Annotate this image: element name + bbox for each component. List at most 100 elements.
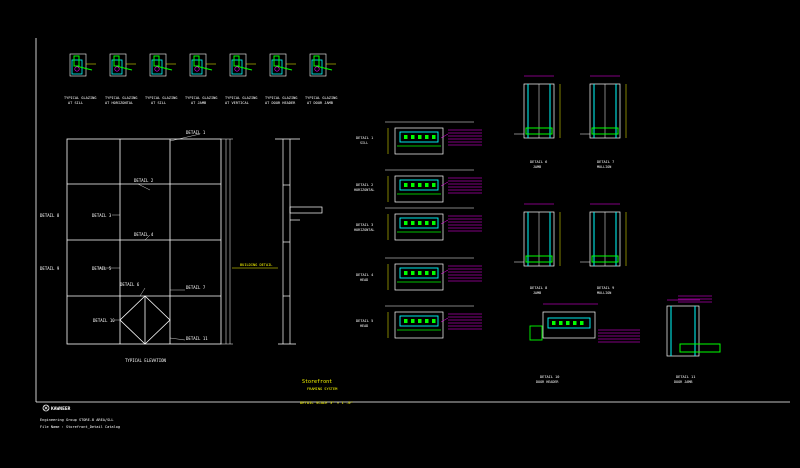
thumbnail-glazing xyxy=(233,55,240,67)
detail-10-drawing xyxy=(529,303,640,343)
section-drawing xyxy=(385,257,482,291)
thumbnail-frame xyxy=(189,53,207,77)
right-detail-column xyxy=(514,75,721,357)
detail-threshold xyxy=(679,343,721,353)
center-title-brand: Storefront xyxy=(302,379,332,385)
svg-text:TYPICAL GLAZING: TYPICAL GLAZING xyxy=(185,96,217,100)
svg-text:DETAIL 5: DETAIL 5 xyxy=(356,319,373,323)
svg-text:MULLION: MULLION xyxy=(597,165,611,169)
right-detail-labels: DETAIL 6 JAMB DETAIL 7 MULLION DETAIL 8 … xyxy=(530,160,695,384)
thumbnail-frame xyxy=(229,53,247,77)
thumbnail-anchor xyxy=(274,66,280,72)
building-detail-note: BUILDING DETAIL xyxy=(240,263,272,267)
thumbnail-frame xyxy=(309,53,327,77)
svg-text:SILL: SILL xyxy=(360,141,368,145)
callout-detail-7: DETAIL 7 xyxy=(186,285,206,290)
detail-outline xyxy=(542,311,596,339)
section-insulator xyxy=(404,221,408,225)
svg-text:JAMB: JAMB xyxy=(533,165,541,169)
thumbnail-leader xyxy=(315,65,333,71)
section-outline xyxy=(394,213,444,241)
section-label-1: DETAIL 1 SILL xyxy=(356,136,373,145)
detail-11-drawing xyxy=(666,295,721,357)
section-insulator xyxy=(404,135,408,139)
section-leader xyxy=(440,269,449,275)
svg-text:DETAIL 11: DETAIL 11 xyxy=(676,375,695,379)
top-detail-label-7: TYPICAL GLAZING AT DOOR JAMB xyxy=(305,96,337,105)
top-detail-label-4: TYPICAL GLAZING AT JAMB xyxy=(185,96,217,105)
callout-detail-1: DETAIL 1 xyxy=(186,130,206,135)
thumbnail-anchor xyxy=(74,66,80,72)
side-section xyxy=(275,138,323,345)
center-title-block: Storefront FRAMING SYSTEM DETAIL SCALE 3… xyxy=(300,379,353,405)
sheet-frame xyxy=(35,38,790,403)
detail-insulator xyxy=(566,321,570,325)
svg-text:HORIZONTAL: HORIZONTAL xyxy=(354,228,374,232)
svg-text:DETAIL 8: DETAIL 8 xyxy=(530,286,547,290)
detail-outline xyxy=(666,305,700,357)
svg-text:AT JAMB: AT JAMB xyxy=(191,101,206,105)
section-label-3: DETAIL 3 HORIZONTAL xyxy=(354,223,374,232)
section-profile xyxy=(399,267,439,279)
thumbnail-leader xyxy=(75,65,93,71)
thumbnail-leader xyxy=(155,65,173,71)
svg-text:DETAIL 2: DETAIL 2 xyxy=(356,183,373,187)
svg-text:TYPICAL GLAZING: TYPICAL GLAZING xyxy=(225,96,257,100)
thumbnail-frame xyxy=(69,53,87,77)
svg-text:DETAIL 9: DETAIL 9 xyxy=(597,286,614,290)
section-insulator xyxy=(432,319,436,323)
company-logo: KAWNEER xyxy=(42,404,71,412)
top-detail-label-1: TYPICAL GLAZING AT SILL xyxy=(64,96,96,105)
section-profile xyxy=(399,179,439,191)
svg-text:DETAIL 10: DETAIL 10 xyxy=(540,375,559,379)
section-insulator xyxy=(411,271,415,275)
top-detail-thumbnail xyxy=(309,53,336,77)
detail-insulator xyxy=(559,321,563,325)
section-drawing xyxy=(385,305,482,339)
section-insulator xyxy=(418,271,422,275)
top-detail-thumbnail xyxy=(229,53,256,77)
detail-sill xyxy=(525,127,553,135)
thumbnail-glazing xyxy=(273,55,280,67)
detail-anchor xyxy=(529,325,543,341)
callout-detail-11: DETAIL 11 xyxy=(186,336,208,341)
section-insulator xyxy=(418,221,422,225)
section-column xyxy=(385,121,482,339)
section-insulator xyxy=(411,135,415,139)
detail-sill xyxy=(525,255,553,263)
svg-text:TYPICAL GLAZING: TYPICAL GLAZING xyxy=(305,96,337,100)
section-outline xyxy=(394,127,444,155)
svg-text:HORIZONTAL: HORIZONTAL xyxy=(354,188,374,192)
svg-text:DETAIL 3: DETAIL 3 xyxy=(356,223,373,227)
thumbnail-anchor xyxy=(114,66,120,72)
section-insulator xyxy=(425,221,429,225)
callout-detail-10: DETAIL 10 xyxy=(93,318,115,323)
right-detail-label-11: DETAIL 11 DOOR JAMB xyxy=(674,375,695,384)
svg-text:TYPICAL GLAZING: TYPICAL GLAZING xyxy=(105,96,137,100)
center-title-scale-label: DETAIL SCALE xyxy=(300,400,328,405)
section-drawing xyxy=(385,207,482,241)
right-detail-label-7: DETAIL 7 MULLION xyxy=(597,160,614,169)
detail-insulator xyxy=(580,321,584,325)
company-line-2: File Name : Storefront_Detail Catalog xyxy=(40,425,120,429)
svg-text:DETAIL 1: DETAIL 1 xyxy=(356,136,373,140)
section-outline xyxy=(394,263,444,291)
top-detail-label-3: TYPICAL GLAZING AT SILL xyxy=(145,96,177,105)
callout-detail-2: DETAIL 2 xyxy=(134,178,154,183)
thumbnail-frame xyxy=(149,53,167,77)
section-insulator xyxy=(404,271,408,275)
top-detail-thumbnail xyxy=(69,53,96,77)
svg-text:HEAD: HEAD xyxy=(360,278,368,282)
section-insulator xyxy=(432,135,436,139)
section-insulator xyxy=(425,183,429,187)
callout-detail-9: DETAIL 9 xyxy=(40,266,60,271)
section-drawing xyxy=(385,121,482,155)
thumbnail-anchor xyxy=(154,66,160,72)
section-leader xyxy=(440,317,449,323)
thumbnail-glazing xyxy=(193,55,200,67)
thumbnail-glazing xyxy=(113,55,120,67)
right-detail-drawing xyxy=(580,75,627,139)
right-detail-drawing xyxy=(580,203,627,267)
section-leader xyxy=(440,181,449,187)
top-detail-row: TYPICAL GLAZING AT SILL TYPICAL GLAZING … xyxy=(64,53,337,105)
